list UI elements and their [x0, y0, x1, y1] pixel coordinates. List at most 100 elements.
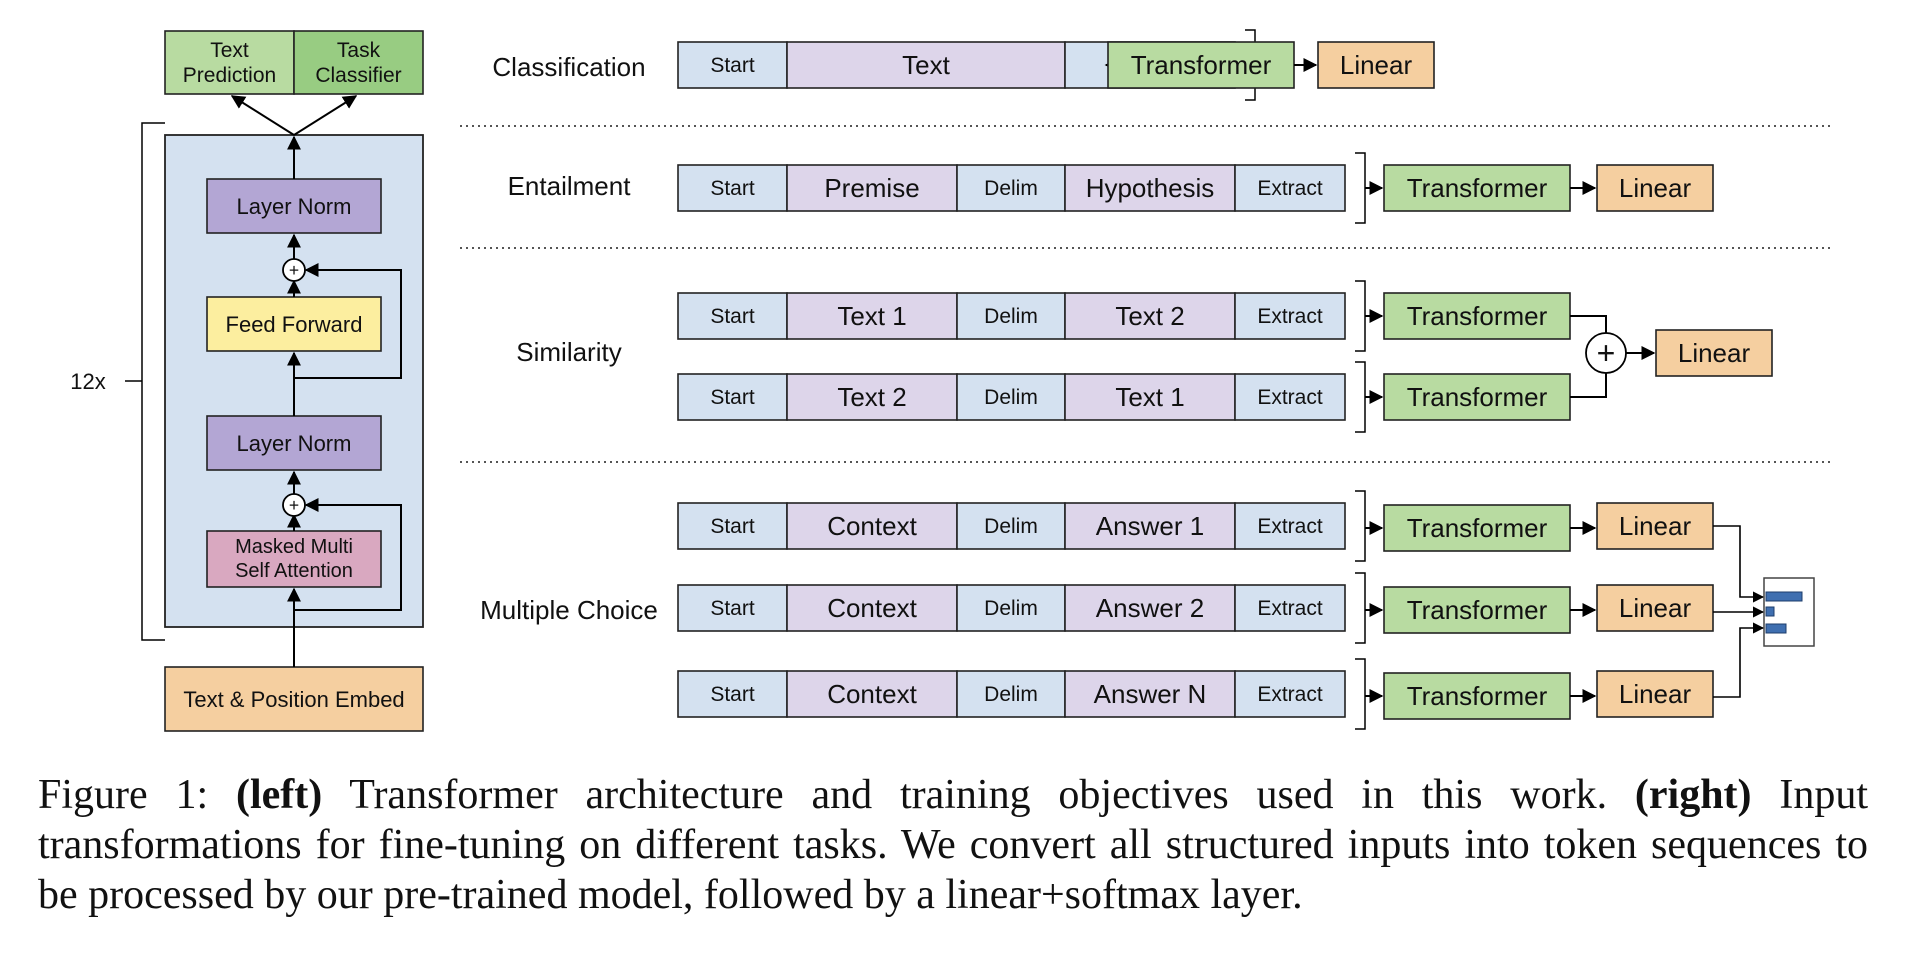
mc-transformer-1: Transformer [1383, 504, 1571, 552]
similarity-row-2-segment-1: Text 2 [786, 373, 958, 421]
entailment-row-segment-3-label-line: Hypothesis [1086, 173, 1215, 203]
similarity-row-1-segment-1-label: Text 1 [837, 301, 906, 331]
mc-transformer-3-box [1383, 672, 1571, 720]
task-entailment-name: Entailment [508, 171, 632, 201]
similarity-row-1-segment-3-label-line: Text 2 [1115, 301, 1184, 331]
mc-linear-3: Linear [1596, 670, 1714, 718]
multiple-choice-row-3-segment-1-label-line: Context [827, 679, 917, 709]
similarity-row-1-segment-3-label: Text 2 [1115, 301, 1184, 331]
residual-add-upper-symbol: + [289, 260, 299, 280]
multiple-choice-row-3-segment-3-label-line: Answer N [1094, 679, 1207, 709]
entailment-row-segment-4-label-line: Extract [1257, 177, 1323, 200]
multiple-choice-row-3-segment-3: Answer N [1064, 670, 1236, 718]
similarity-row-1-segment-2-label: Delim [984, 305, 1038, 328]
multiple-choice-row-1-segment-0-label: Start [710, 515, 755, 538]
classification-linear: Linear [1317, 41, 1435, 89]
entailment-row-segment-0-box [677, 164, 788, 212]
similarity-row-1-segment-4-label: Extract [1257, 305, 1323, 328]
multiple-choice-row-1-segment-3-label-line: Answer 1 [1096, 511, 1204, 541]
task-similarity-name: Similarity [516, 337, 621, 367]
multiple-choice-row-1-segment-0: Start [677, 502, 788, 550]
entailment-row-segment-4: Extract [1234, 164, 1346, 212]
task-classification-name: Classification [492, 52, 645, 82]
multiple-choice-row-1-segment-3-box [1064, 502, 1236, 550]
multiple-choice-row-1-segment-0-box [677, 502, 788, 550]
multiple-choice-row-2-segment-1-box [786, 584, 958, 632]
similarity-row-1-segment-2-box [956, 292, 1066, 340]
similarity-row-2-segment-2-label: Delim [984, 386, 1038, 409]
multiple-choice-row-2-segment-2: Delim [956, 584, 1066, 632]
similarity-row-1-segment-0-box [677, 292, 788, 340]
layer-norm-top-box [206, 178, 382, 234]
similarity-row-2-segment-2: Delim [956, 373, 1066, 421]
entailment-row-segment-1-label: Premise [824, 173, 919, 203]
multiple-choice-row-2-segment-4-label-line: Extract [1257, 597, 1323, 620]
multiple-choice-row-3-segment-2-box [956, 670, 1066, 718]
mc-transformer-3: Transformer [1383, 672, 1571, 720]
multiple-choice-row-1-segment-0-label-line: Start [710, 515, 755, 538]
similarity-row-2-segment-4-label: Extract [1257, 386, 1323, 409]
similarity-row-1-segment-2-label-line: Delim [984, 305, 1038, 328]
multiple-choice-row-2-segment-4-box [1234, 584, 1346, 632]
layer-norm-bottom-label: Layer Norm [237, 431, 352, 456]
similarity-row-2-segment-4: Extract [1234, 373, 1346, 421]
text-prediction-output-label-line: Prediction [183, 64, 276, 87]
multiple-choice-row-1-segment-2: Delim [956, 502, 1066, 550]
similarity-merge-top [1570, 315, 1607, 333]
similarity-row-1-segment-3-box [1064, 292, 1236, 340]
entailment-transformer: Transformer [1383, 164, 1571, 212]
mc-linear-2-label-line: Linear [1619, 593, 1692, 623]
entailment-row-bracket [1355, 152, 1366, 224]
similarity-combine-symbol: + [1597, 335, 1616, 371]
layer-norm-top: Layer Norm [206, 178, 382, 234]
similarity-linear-label: Linear [1678, 338, 1751, 368]
multiple-choice-row-1-segment-2-label-line: Delim [984, 515, 1038, 538]
similarity-transformer-1-label-line: Transformer [1407, 301, 1548, 331]
similarity-row-2-segment-3-label: Text 1 [1115, 382, 1184, 412]
multiple-choice-row-2-segment-4-label: Extract [1257, 597, 1323, 620]
multiple-choice-row-3-segment-4-label: Extract [1257, 683, 1323, 706]
multiple-choice-row-1-bracket [1355, 490, 1366, 562]
mc-transformer-1-label-line: Transformer [1407, 513, 1548, 543]
similarity-row-2-bracket [1355, 361, 1366, 433]
multiple-choice-row-3-segment-0-label: Start [710, 683, 755, 706]
similarity-linear: Linear [1655, 329, 1773, 377]
mc-transformer-2: Transformer [1383, 586, 1571, 634]
residual-add-lower-circle [282, 493, 306, 517]
entailment-row-segment-2-label-line: Delim [984, 177, 1038, 200]
similarity-row-2-segment-0: Start [677, 373, 788, 421]
multiple-choice-row-2-segment-2-label-line: Delim [984, 597, 1038, 620]
similarity-transformer-1-box [1383, 292, 1571, 340]
similarity-row-2-segment-4-label-line: Extract [1257, 386, 1323, 409]
residual-add-lower-symbol: + [289, 495, 299, 515]
layer-norm-bottom-box [206, 415, 382, 471]
multiple-choice-row-3-segment-3-label: Answer N [1094, 679, 1207, 709]
multiple-choice-row-2-segment-1-label: Context [827, 593, 917, 623]
similarity-row-2: Start Text 2 Delim Text 1 Extract [677, 361, 1366, 433]
multiple-choice-row-3-segment-3-box [1064, 670, 1236, 718]
multiple-choice-row-1-segment-4-label-line: Extract [1257, 515, 1323, 538]
multiple-choice-row-3-segment-1-label: Context [827, 679, 917, 709]
similarity-row-2-segment-0-label: Start [710, 386, 755, 409]
multiple-choice-row-2-segment-3: Answer 2 [1064, 584, 1236, 632]
multiple-choice-row-3-segment-0: Start [677, 670, 788, 718]
classification-transformer-label-line: Transformer [1131, 50, 1272, 80]
entailment-linear: Linear [1596, 164, 1714, 212]
classification-transformer-box [1107, 41, 1295, 89]
task-classifier-output-label-line: Task [337, 38, 381, 61]
text-position-embed-box [164, 666, 424, 732]
similarity-row-2-segment-3: Text 1 [1064, 373, 1236, 421]
text-prediction-output-label-line: Text [210, 38, 249, 61]
similarity-transformer-1: Transformer [1383, 292, 1571, 340]
entailment-row-segment-2: Delim [956, 164, 1066, 212]
multiple-choice-row-2-bracket [1355, 572, 1366, 644]
multiple-choice-row-2-segment-3-label-line: Answer 2 [1096, 593, 1204, 623]
multiple-choice-row-1-segment-2-box [956, 502, 1066, 550]
mc-linear-3-label-line: Linear [1619, 679, 1692, 709]
multiple-choice-row-2-segment-2-box [956, 584, 1066, 632]
